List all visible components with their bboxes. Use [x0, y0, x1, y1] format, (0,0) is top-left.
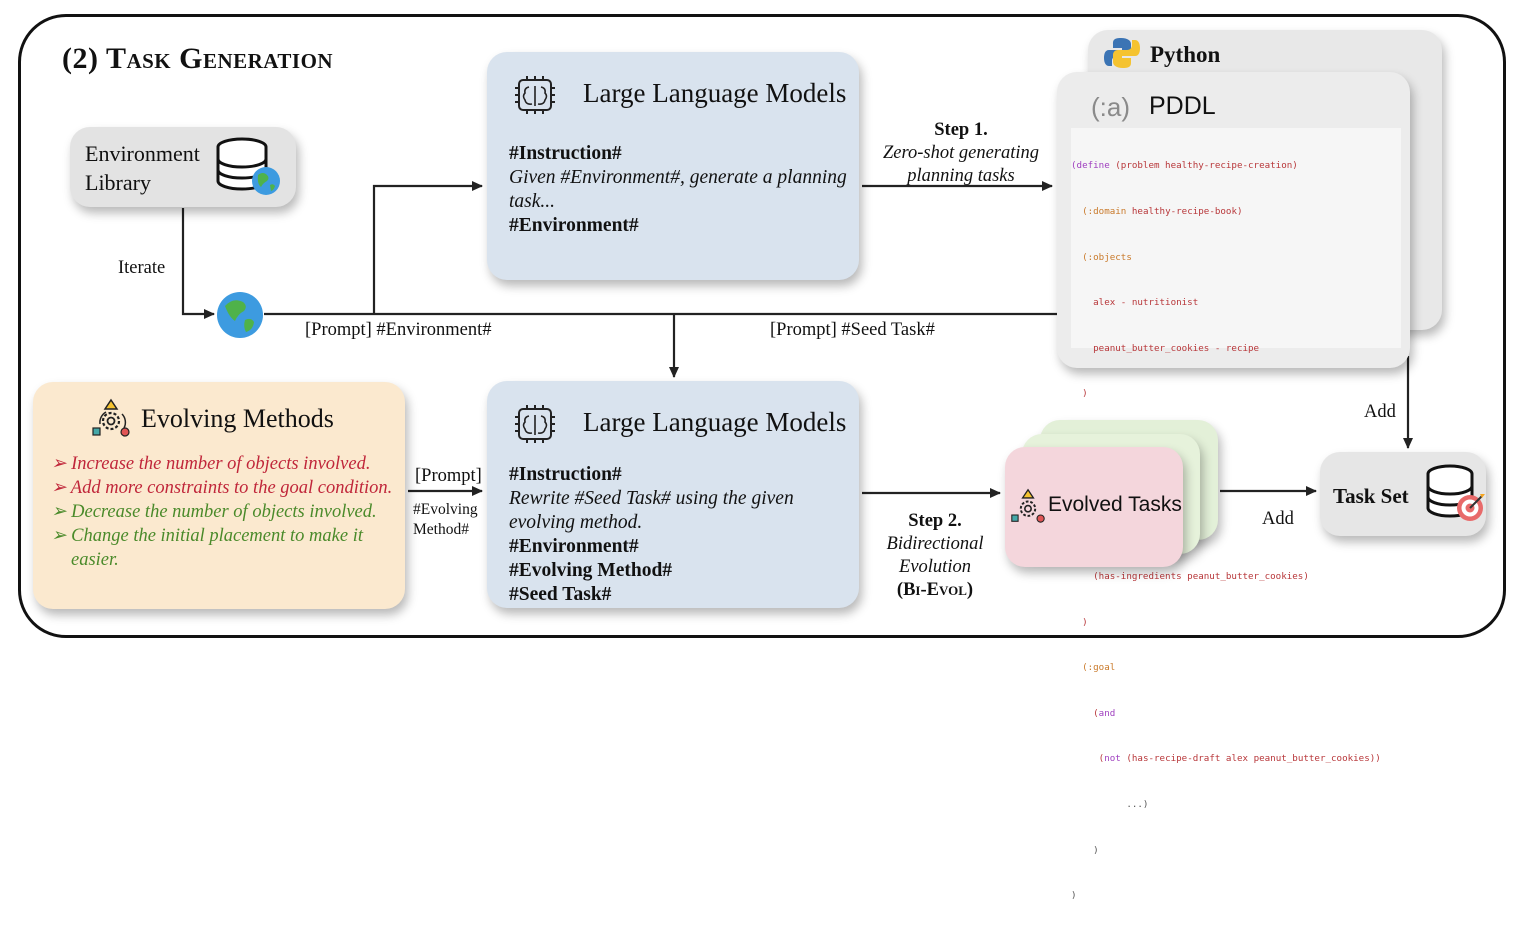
llm-bottom-evolving-method: #Evolving Method# — [509, 560, 673, 581]
python-label: Python — [1150, 42, 1221, 67]
step2-line3: (Bi-Evol) — [896, 580, 974, 600]
evolving-methods-title: Evolving Methods — [141, 404, 334, 433]
pddl-card: (:a) PDDL (define (problem healthy-recip… — [1057, 72, 1410, 901]
database-target-icon — [1426, 464, 1485, 521]
pddl-code-line: ...) — [1071, 798, 1149, 810]
connector-lines — [181, 181, 1413, 498]
pddl-code: (define (problem healthy-recipe-creation… — [1071, 128, 1401, 901]
llm-top-instruction-header: #Instruction# — [509, 143, 622, 164]
evolving-method-text: Decrease the number of objects involved. — [71, 502, 377, 522]
prompt-seed-task-label: [Prompt] #Seed Task# — [770, 320, 935, 340]
llm-bottom-card: Large Language Models #Instruction# Rewr… — [487, 381, 859, 608]
environment-library-line1: Environment — [85, 141, 200, 166]
pddl-code-line: (not (has-recipe-draft alex peanut_butte… — [1071, 753, 1381, 765]
llm-top-environment: #Environment# — [509, 215, 639, 236]
llm-top-body: #Instruction# Given #Environment#, gener… — [509, 142, 854, 238]
pddl-logo: (:a) — [1091, 92, 1130, 122]
evolving-method-text: Increase the number of objects involved. — [71, 454, 371, 474]
pddl-code-line: (define (problem healthy-recipe-creation… — [1071, 160, 1298, 172]
task-set-label: Task Set — [1333, 484, 1409, 508]
step1-line2: planning tasks — [907, 166, 1015, 186]
pddl-label: PDDL — [1149, 92, 1216, 120]
llm-top-instruction-text: Given #Environment#, generate a planning… — [509, 167, 847, 212]
evolving-method-arrow-line1: #Evolving — [413, 501, 478, 518]
diagram-frame — [18, 14, 1506, 638]
globe-icon — [217, 292, 263, 338]
diagram-title: (2) Task Generation — [62, 42, 334, 75]
evolving-methods-card: Evolving Methods ➢ Increase the number o… — [33, 382, 405, 609]
pddl-code-line: alex - nutritionist — [1071, 297, 1199, 309]
llm-bottom-environment: #Environment# — [509, 536, 639, 557]
pddl-code-line: ) — [1071, 844, 1099, 856]
environment-library-label: Environment Library — [85, 139, 225, 197]
evolving-method-arrow-line2: Method# — [413, 521, 469, 538]
evolving-method-item: ➢ Add more constraints to the goal condi… — [51, 478, 393, 498]
pddl-code-line: peanut_butter_cookies - recipe — [1071, 342, 1260, 354]
evolving-method-item: ➢ Increase the number of objects involve… — [51, 454, 371, 474]
evolving-method-text: Add more constraints to the goal conditi… — [70, 478, 393, 498]
evolving-method-text: Change the initial placement to make it … — [71, 526, 363, 570]
llm-bottom-instruction-header: #Instruction# — [509, 464, 622, 485]
to-llm-top-line — [372, 181, 483, 314]
database-globe-icon — [216, 137, 280, 195]
step1-title: Step 1. — [934, 120, 988, 140]
llm-bottom-seed-task: #Seed Task# — [509, 584, 612, 605]
pddl-code-line: (:domain healthy-recipe-book) — [1082, 206, 1243, 218]
step2-line2: Evolution — [899, 557, 971, 577]
llm-top-title: Large Language Models — [583, 78, 847, 108]
step1-line1: Zero-shot generating — [882, 143, 1040, 163]
iterate-line — [181, 208, 215, 319]
evolving-method-item: ➢ Decrease the number of objects involve… — [51, 502, 377, 522]
pddl-code-line: ) — [1071, 616, 1088, 628]
evolving-gear-icon — [1011, 488, 1045, 523]
step2-line1: Bidirectional — [886, 534, 984, 554]
prompt-environment-label: [Prompt] #Environment# — [305, 320, 492, 340]
add-label-bottom: Add — [1262, 509, 1294, 529]
evolving-method-arrow-label: #Evolving Method# — [413, 500, 478, 540]
pddl-code-line: (:goal — [1082, 662, 1116, 674]
evolving-method-item: ➢ Change the initial placement to make i… — [51, 526, 363, 570]
step1-label: Step 1. Zero-shot generating planning ta… — [872, 119, 1050, 188]
pddl-code-line: (and — [1071, 707, 1116, 719]
evolving-methods-list: ➢ Increase the number of objects involve… — [51, 452, 401, 572]
python-icon — [1104, 38, 1140, 68]
evolving-gear-icon — [92, 398, 130, 437]
evolved-tasks-label: Evolved Tasks — [1048, 493, 1182, 516]
pddl-code-line: ) — [1071, 890, 1077, 902]
llm-bottom-title: Large Language Models — [583, 407, 847, 437]
llm-bottom-instruction-text: Rewrite #Seed Task# using the given evol… — [509, 488, 794, 533]
step2-label: Step 2. Bidirectional Evolution (Bi-Evol… — [870, 510, 1000, 602]
add-label-top: Add — [1364, 402, 1396, 422]
pddl-code-line: ) — [1071, 388, 1088, 400]
pddl-code-line: (has-ingredients peanut_butter_cookies) — [1071, 570, 1309, 582]
llm-bottom-body: #Instruction# Rewrite #Seed Task# using … — [509, 463, 854, 607]
step2-title: Step 2. — [908, 511, 962, 531]
llm-top-card: Large Language Models #Instruction# Give… — [487, 52, 859, 280]
brain-chip-icon — [515, 405, 555, 443]
environment-library-line2: Library — [85, 170, 151, 195]
pddl-code-line: (:objects — [1082, 251, 1132, 263]
iterate-label: Iterate — [118, 258, 166, 278]
brain-chip-icon — [515, 76, 555, 114]
prompt-evolving-label: [Prompt] — [415, 466, 482, 486]
